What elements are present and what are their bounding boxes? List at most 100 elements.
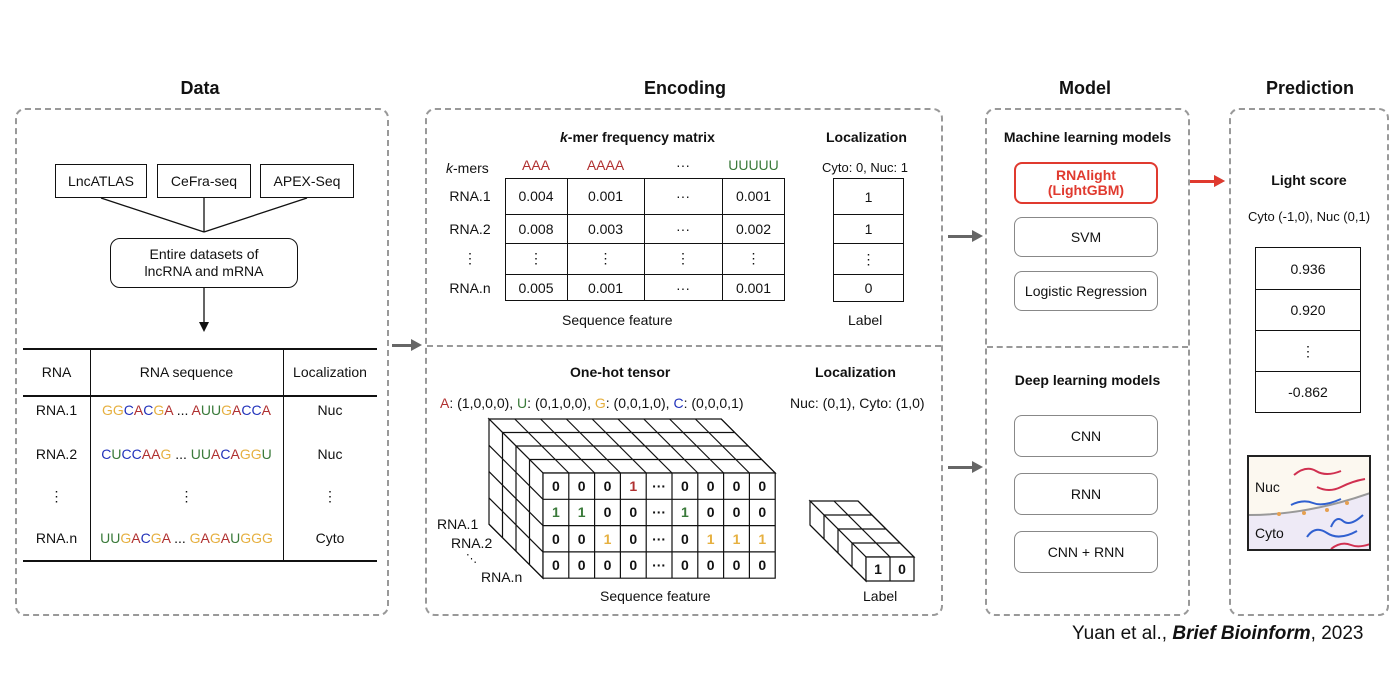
kmer-value: ···: [676, 279, 690, 296]
onehot-loc-legend: Nuc: (0,1), Cyto: (1,0): [790, 395, 925, 411]
header-prediction: Prediction: [1265, 78, 1354, 98]
rna-label: RNA.2: [451, 535, 493, 551]
tensor-value: 0: [629, 504, 638, 521]
table-cell-rna: RNA.n: [35, 530, 78, 546]
kmer-column-header: UUUUU: [728, 157, 779, 173]
tensor-value: 0: [758, 478, 767, 495]
tensor-value: 0: [732, 557, 741, 574]
table-cell-sequence: UUGACGA ... GAGAUGGG: [100, 530, 273, 546]
table-cell-rna: RNA.2: [35, 446, 78, 462]
kmer-title: k-mer frequency matrix: [560, 129, 715, 145]
nuc-label: Nuc: [1255, 479, 1280, 495]
tensor-value: 0: [577, 530, 586, 547]
col-header: RNA sequence: [139, 364, 234, 380]
merge-connectors: [100, 197, 308, 332]
arrow-to-dl: [948, 461, 983, 473]
kmer-value: 0.001: [587, 188, 624, 204]
legend-code: : (0,0,0,1): [683, 395, 744, 411]
table-cell-sequence: CUCCAAG ... UUACAGGU: [101, 446, 272, 462]
onehot-label-caption: Label: [863, 588, 898, 604]
kmer-row-header: k-mers: [446, 160, 489, 176]
tensor-edge: [669, 418, 725, 474]
score-range: Cyto (-1,0), Nuc (0,1): [1247, 209, 1371, 224]
model-rnn: RNN: [1014, 473, 1158, 515]
tensor-value: 1: [577, 504, 586, 521]
kmer-row-label: RNA.n: [449, 279, 491, 296]
tensor-value: 1: [732, 530, 741, 547]
tensor-edge: [488, 523, 544, 579]
citation: Yuan et al., Brief Bioinform, 2023: [1072, 623, 1364, 644]
legend-base: A: [440, 395, 450, 411]
kmer-value: ⋮: [529, 250, 543, 266]
grid-line: [567, 178, 568, 301]
tensor-value: 0: [732, 478, 741, 495]
grid-line: [644, 178, 645, 301]
label-value: 0: [898, 561, 906, 577]
tensor-value: 0: [706, 557, 715, 574]
tensor-value: 1: [603, 530, 612, 547]
table-cell-rna: RNA.1: [35, 402, 78, 418]
tensor-value: 0: [603, 557, 612, 574]
model-cnn: CNN: [1014, 415, 1158, 457]
kmer-matrix-border: [505, 178, 785, 301]
tensor-edge: [857, 500, 915, 558]
tensor-edge: [540, 418, 596, 474]
tensor-value: 0: [706, 478, 715, 495]
kmer-value: ···: [676, 220, 690, 237]
kmer-label-caption: Label: [848, 312, 883, 328]
kmer-value: 0.001: [735, 279, 772, 296]
arrow-to-prediction: [1190, 175, 1225, 187]
grid-line: [505, 243, 785, 244]
tensor-value: 0: [629, 530, 638, 547]
model-svm: SVM: [1014, 217, 1158, 257]
kmer-value: 0.003: [587, 220, 624, 237]
tensor-value: ···: [652, 478, 667, 495]
tensor-edge: [643, 418, 699, 474]
table-cell-rna: ⋮: [49, 488, 64, 504]
kmer-value: 0.001: [587, 279, 624, 296]
tensor-value: 1: [706, 530, 715, 547]
tensor-value: 0: [603, 504, 612, 521]
legend-code: : (0,1,0,0),: [527, 395, 595, 411]
tensor-value: ···: [652, 557, 667, 574]
legend-code: : (0,0,1,0),: [605, 395, 674, 411]
label-value: 1: [874, 561, 882, 577]
kmer-value: ⋮: [676, 250, 690, 266]
kmer-column-header: ···: [676, 157, 690, 173]
tensor-edge: [565, 418, 621, 474]
kmer-row-label: RNA.2: [449, 220, 491, 237]
tensor-value: 0: [681, 530, 689, 547]
model-rnalight: RNAlight (LightGBM): [1014, 162, 1158, 204]
table-cell-localization: Cyto: [315, 530, 345, 546]
tensor-edge: [514, 418, 570, 474]
tensor-value: 0: [577, 478, 586, 495]
tensor-value: 0: [681, 557, 689, 574]
kmer-value: 0.008: [518, 220, 554, 237]
light-score-title: Light score: [1271, 172, 1347, 188]
source-lncatlas: LncATLAS: [55, 164, 147, 198]
encoding-panel: [425, 108, 943, 616]
label-cell: 0: [833, 274, 904, 302]
kmer-value: 0.001: [735, 188, 772, 204]
data-panel: [15, 108, 389, 616]
col-header: RNA: [41, 364, 72, 380]
tensor-value: 0: [706, 504, 715, 521]
tensor-value: 0: [758, 504, 767, 521]
header-data: Data: [180, 78, 220, 98]
tensor-value: 0: [603, 478, 612, 495]
model-cnn-rnn: CNN + RNN: [1014, 531, 1158, 573]
tensor-value: 0: [552, 557, 560, 574]
tensor-edge: [488, 444, 544, 500]
arrow-data-to-encoding: [392, 339, 422, 351]
kmer-value: 0.004: [518, 188, 554, 204]
col-header: Localization: [293, 364, 367, 380]
ml-title: Machine learning models: [1003, 129, 1172, 145]
kmer-loc-legend: Cyto: 0, Nuc: 1: [822, 160, 908, 175]
tensor-value: 0: [732, 504, 741, 521]
kmer-row-label: ⋮: [463, 250, 477, 266]
onehot-tensor: [487, 417, 916, 583]
arrow-to-ml: [948, 230, 983, 242]
diagonal-dots: ⋱: [466, 553, 477, 565]
onehot-loc-title: Localization: [815, 364, 896, 380]
